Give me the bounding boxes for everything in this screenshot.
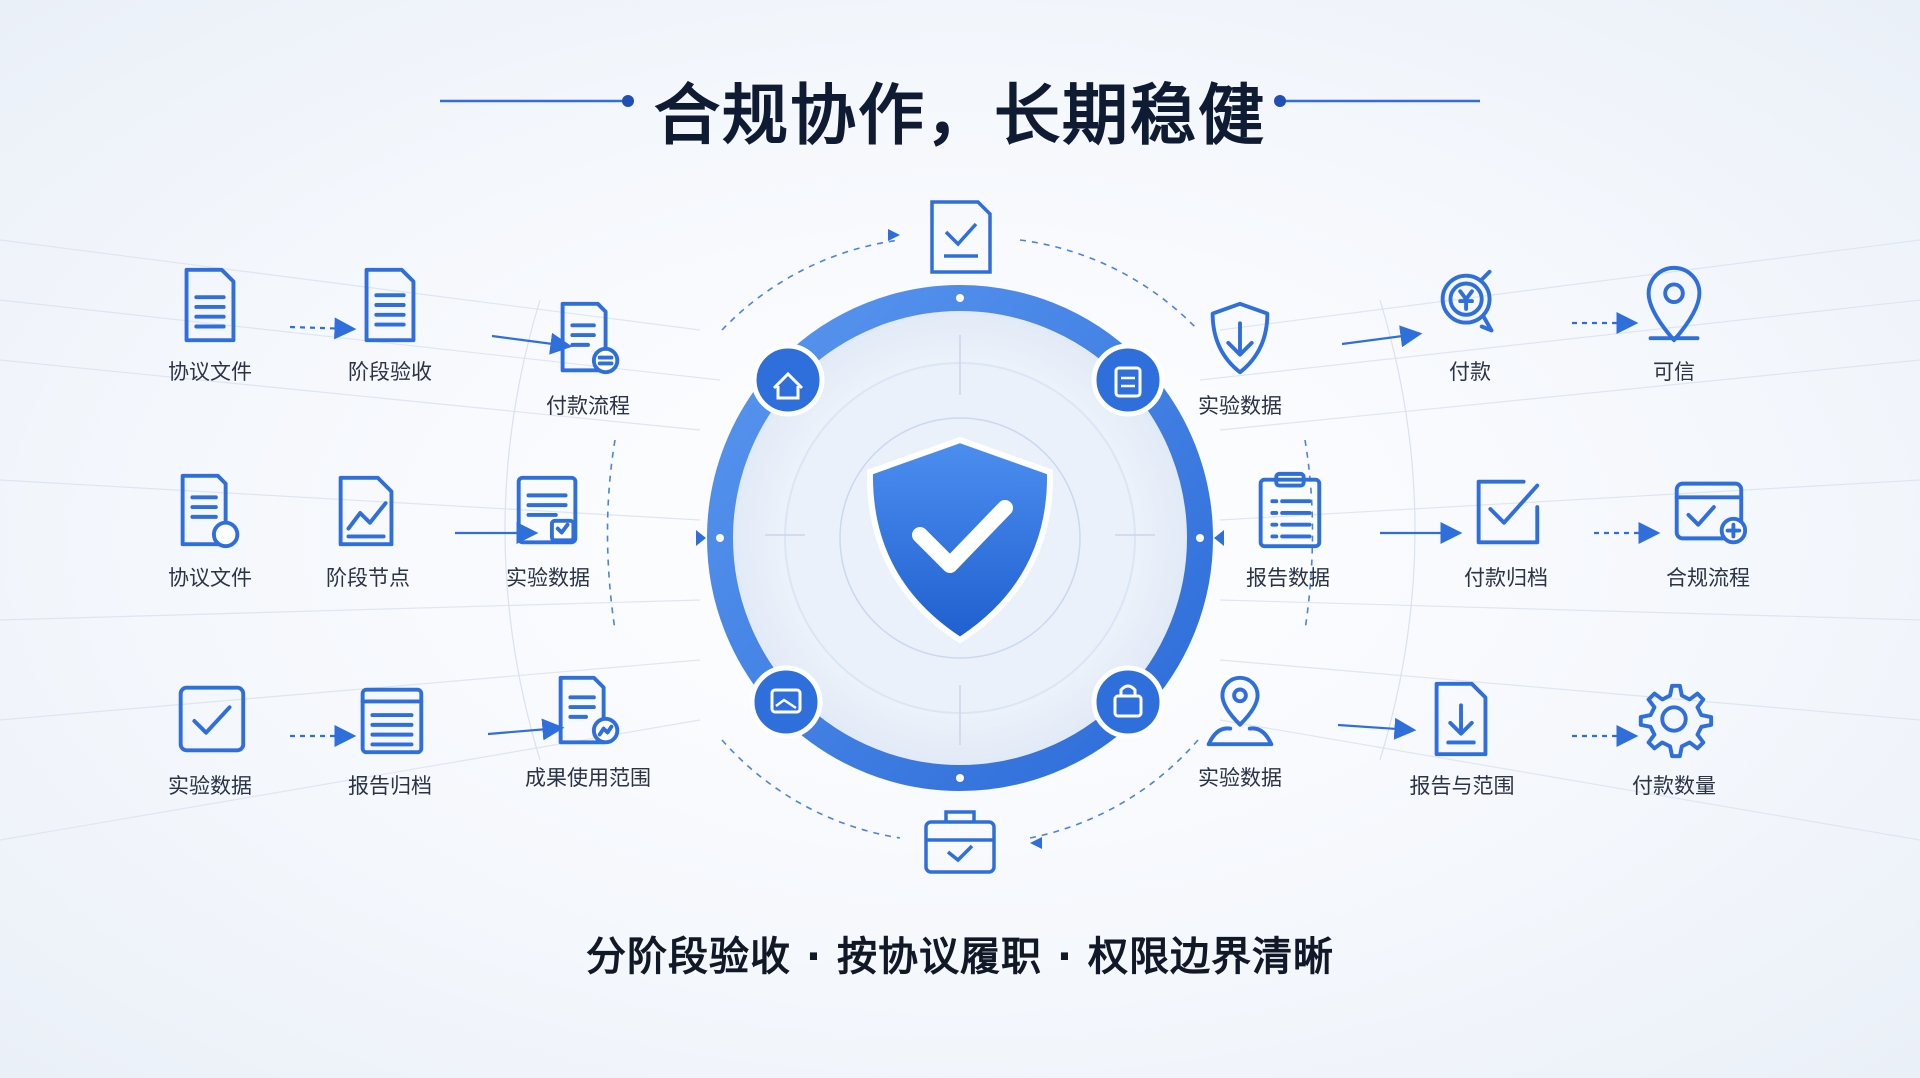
title-decoration: [440, 95, 1480, 107]
user-pin-icon: [1206, 675, 1274, 747]
shield-check-icon: [866, 436, 1054, 644]
node-label: 成果使用范围: [525, 766, 651, 790]
node-label: 实验数据: [1198, 766, 1282, 790]
node-label: 付款流程: [546, 394, 630, 418]
node-label: 付款归档: [1464, 566, 1548, 590]
clipboard-list-icon: [1258, 471, 1322, 549]
right-node: 报告数据: [1208, 468, 1368, 592]
left-node: 实验数据: [468, 468, 628, 592]
shield-download-icon: [1210, 301, 1270, 375]
briefcase-check-icon: [924, 810, 996, 874]
chart-document-icon: [338, 475, 394, 547]
left-node: 阶段节点: [288, 468, 448, 592]
page-title: 合规协作，长期稳健: [654, 77, 1266, 154]
node-label: 可信: [1653, 360, 1695, 384]
node-label: 协议文件: [168, 360, 252, 384]
document-check-icon: [516, 475, 578, 545]
node-label: 阶段节点: [326, 566, 410, 590]
location-pin-icon: [1646, 265, 1702, 343]
calendar-add-icon: [1674, 481, 1748, 545]
node-label: 付款: [1449, 360, 1491, 384]
right-node: 付款归档: [1426, 468, 1586, 592]
document-chart-icon: [558, 675, 620, 745]
node-label: 实验数据: [168, 774, 252, 798]
node-label: 实验数据: [506, 566, 590, 590]
right-node: 合规流程: [1628, 468, 1788, 592]
check-square-icon: [1476, 479, 1540, 545]
right-node: 付款: [1390, 262, 1550, 386]
right-node: 付款数量: [1594, 676, 1754, 800]
document-lines-icon: [364, 267, 416, 343]
clipboard-icon: [1091, 343, 1165, 417]
node-label: 实验数据: [1198, 394, 1282, 418]
node-label: 协议文件: [168, 566, 252, 590]
node-label: 付款数量: [1632, 774, 1716, 798]
node-label: 报告归档: [348, 774, 432, 798]
page-subtitle: 分阶段验收 · 按协议履职 · 权限边界清晰: [585, 934, 1335, 980]
right-node: 实验数据: [1160, 668, 1320, 792]
document-clock-icon: [180, 473, 240, 549]
left-node: 协议文件: [130, 262, 290, 386]
right-node: 报告与范围: [1382, 676, 1542, 800]
gear-icon: [1638, 683, 1714, 759]
notepad-icon: [360, 687, 424, 755]
document-icon: [184, 267, 236, 343]
left-node: 实验数据: [130, 676, 290, 800]
coin-badge-icon: [1440, 269, 1494, 333]
left-node: 付款流程: [508, 296, 668, 420]
node-label: 阶段验收: [348, 360, 432, 384]
left-node: 协议文件: [130, 468, 290, 592]
node-label: 报告与范围: [1409, 774, 1515, 798]
checklist-document-icon: [930, 200, 992, 274]
node-label: 报告数据: [1246, 566, 1330, 590]
checkbox-icon: [178, 685, 246, 753]
left-node: 成果使用范围: [508, 668, 668, 792]
left-node: 报告归档: [310, 676, 470, 800]
left-node: 阶段验收: [310, 262, 470, 386]
document-list-icon: [560, 301, 620, 375]
image-icon: [749, 665, 823, 739]
right-node: 实验数据: [1160, 296, 1320, 420]
right-node: 可信: [1594, 262, 1754, 386]
home-icon: [751, 343, 825, 417]
lock-box-icon: [1091, 665, 1165, 739]
node-label: 合规流程: [1666, 566, 1750, 590]
document-download-icon: [1434, 681, 1488, 757]
